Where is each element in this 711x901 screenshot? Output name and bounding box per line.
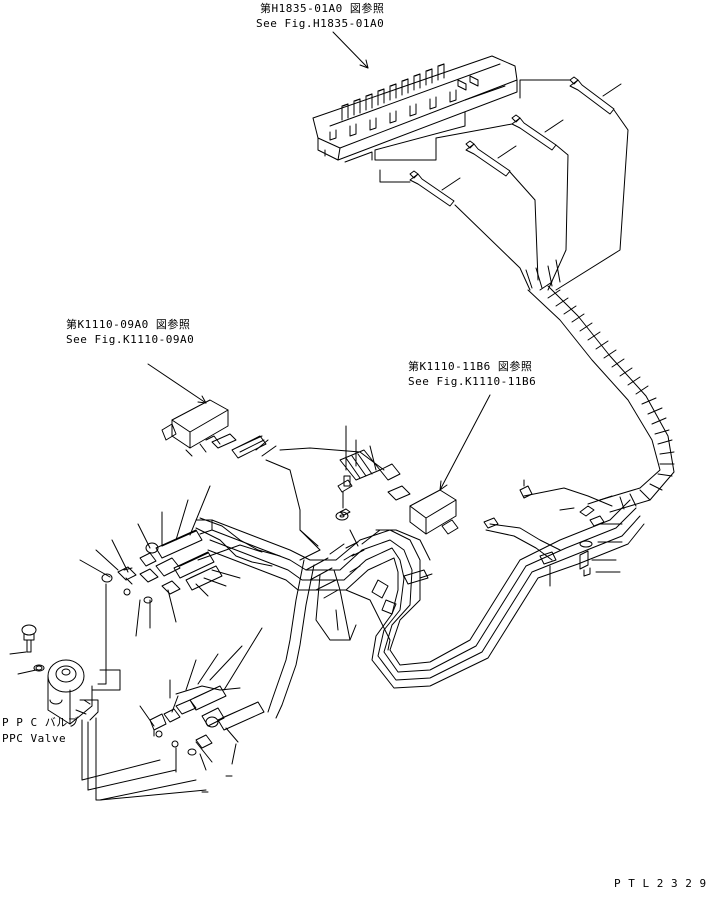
ref-k1110-11b6-jp: 第K1110-11B6 図参照 <box>408 360 533 373</box>
ref-h1835-en: See Fig.H1835-01A0 <box>256 17 385 30</box>
ref-k1110-11b6-en: See Fig.K1110-11B6 <box>408 375 537 388</box>
control-valve-block <box>312 55 518 163</box>
valve-spools <box>329 63 479 141</box>
left-leaders <box>79 485 241 637</box>
leader-h1835 <box>332 31 369 69</box>
tick-marks <box>201 775 233 793</box>
leader-k1110-11b6 <box>439 394 491 491</box>
solenoid-block-11b6 <box>387 485 459 535</box>
lower-leaders <box>139 627 263 773</box>
leader-k1110-09a0 <box>147 363 207 404</box>
drawing-code: P T L 2 3 2 9 <box>614 877 707 890</box>
ppc-valve-label-jp: P P C バルブ <box>2 716 80 729</box>
ppc-valve <box>47 659 99 725</box>
hose-harness <box>195 487 645 719</box>
right-clamps <box>483 479 605 577</box>
bolt-ppc <box>21 624 45 672</box>
ppc-valve-label-en: PPC Valve <box>2 732 67 745</box>
ref-h1835-jp: 第H1835-01A0 図参照 <box>260 2 385 15</box>
ref-k1110-09a0-en: See Fig.K1110-09A0 <box>66 333 195 346</box>
left-fittings <box>101 519 223 604</box>
solenoid-block-09a0 <box>161 399 267 459</box>
spiral-hose-bundle <box>525 259 675 513</box>
ppc-lines <box>81 583 207 801</box>
top-hose-fittings <box>374 76 629 291</box>
lower-fittings <box>149 685 265 756</box>
ref-k1110-09a0-jp: 第K1110-09A0 図参照 <box>66 318 191 331</box>
center-bolt <box>335 425 377 521</box>
center-fittings <box>279 447 401 551</box>
hose-from-solenoid <box>255 439 301 511</box>
